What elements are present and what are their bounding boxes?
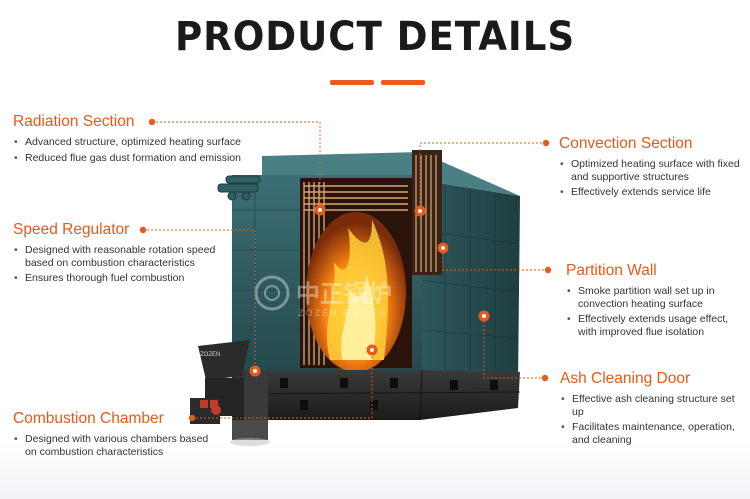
bullet-line: Advanced structure, optimized heating su…	[25, 136, 241, 148]
bullet-item: Effective ash cleaning structure set up	[560, 393, 748, 418]
marker-combustion	[366, 344, 378, 356]
bullet-line: convection heating surface	[578, 297, 703, 310]
bullet-line: Effective ash cleaning structure set up	[572, 393, 735, 418]
callout-heading: Convection Section	[559, 135, 693, 152]
bullet-item: Reduced flue gas dust formation and emis…	[13, 152, 253, 165]
callout-speed-regulator: Speed Regulator Designed with reasonable…	[13, 221, 243, 288]
bullet-line: Reduced flue gas dust formation and emis…	[25, 151, 241, 164]
marker-convection	[414, 205, 426, 217]
bullet-item: Advanced structure, optimized heating su…	[13, 136, 253, 149]
bullet-line: Optimized heating surface with fixed	[571, 158, 740, 170]
bullet-line: Effectively extends service life	[571, 186, 711, 198]
callout-heading: Ash Cleaning Door	[560, 370, 691, 387]
page-title: PRODUCT DETAILS	[174, 14, 576, 60]
callout-partition-wall: Partition Wall Smoke partition wall set …	[566, 262, 748, 341]
bullet-list: Designed with reasonable rotation speedb…	[13, 244, 243, 285]
bullet-item: Smoke partition wall set up inconvection…	[566, 285, 748, 310]
bullet-item: Optimized heating surface with fixedand …	[559, 158, 749, 183]
fuel-hopper	[198, 340, 250, 380]
watermark: 中正锅炉 ZOZEN BOILER	[254, 275, 392, 318]
bullet-line: Designed with various chambers based	[25, 433, 209, 445]
speed-regulator-unit	[244, 372, 268, 432]
bullet-line: Ensures thorough fuel combustion	[25, 272, 185, 284]
leader-lines	[143, 121, 548, 419]
callout-convection-section: Convection Section Optimized heating sur…	[559, 135, 749, 202]
bullet-line: Facilitates maintenance, operation,	[572, 421, 735, 433]
callout-radiation-section: Radiation Section Advanced structure, op…	[13, 113, 253, 167]
callout-heading: Combustion Chamber	[13, 410, 164, 427]
watermark-brand-cn: 中正锅炉	[296, 280, 392, 308]
callout-heading: Radiation Section	[13, 113, 135, 130]
bullet-line: and supportive structures	[571, 170, 689, 183]
bullet-list: Advanced structure, optimized heating su…	[13, 136, 253, 164]
bullet-line: and cleaning	[572, 433, 632, 446]
callout-heading: Speed Regulator	[13, 221, 130, 238]
bullet-line: Smoke partition wall set up in	[578, 285, 715, 297]
title-underline-right	[381, 80, 425, 85]
bullet-list: Optimized heating surface with fixedand …	[559, 158, 749, 199]
bullet-item: Ensures thorough fuel combustion	[13, 272, 243, 285]
callout-markers	[139, 118, 552, 422]
bullet-item: Designed with reasonable rotation speedb…	[13, 244, 243, 269]
title-underline-left	[330, 80, 374, 85]
callout-ash-cleaning-door: Ash Cleaning Door Effective ash cleaning…	[560, 370, 748, 449]
bullet-item: Effectively extends usage effect,with im…	[566, 313, 748, 338]
svg-text:ZOZEN: ZOZEN	[200, 352, 220, 358]
marker-ash	[478, 310, 490, 322]
bullet-item: Facilitates maintenance, operation,and c…	[560, 421, 748, 446]
bullet-item: Effectively extends service life	[559, 186, 749, 199]
bullet-line: with improved flue isolation	[578, 325, 705, 338]
bullet-line: Designed with reasonable rotation speed	[25, 244, 216, 256]
marker-partition	[437, 242, 449, 254]
marker-radiation	[314, 204, 326, 216]
marker-speed	[249, 365, 261, 377]
bullet-line: based on combustion characteristics	[25, 256, 195, 269]
bullet-line: Effectively extends usage effect,	[578, 313, 729, 325]
bullet-list: Smoke partition wall set up inconvection…	[566, 285, 748, 338]
watermark-brand-en: ZOZEN BOILER	[298, 308, 388, 318]
boiler-base	[232, 370, 520, 420]
bullet-line: on combustion characteristics	[25, 445, 164, 458]
callout-combustion-chamber: Combustion Chamber Designed with various…	[13, 410, 223, 461]
bullet-list: Effective ash cleaning structure set up F…	[560, 393, 748, 446]
callout-heading: Partition Wall	[566, 262, 657, 279]
